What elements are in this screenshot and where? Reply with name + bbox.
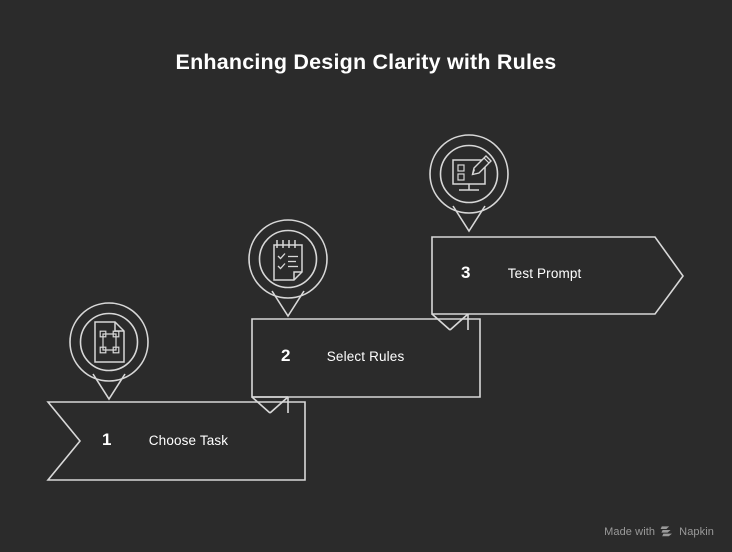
step-3-shape[interactable] bbox=[431, 236, 684, 315]
step-2-number: 2 bbox=[281, 346, 291, 365]
made-with-napkin-watermark[interactable]: Made with Napkin bbox=[604, 526, 714, 538]
step-1-label: Choose Task bbox=[148, 432, 229, 448]
step-3-label: Test Prompt bbox=[507, 265, 582, 281]
pin-3-tail bbox=[452, 205, 486, 233]
watermark-made-with-label: Made with bbox=[604, 526, 656, 538]
pin-1-inner-circle bbox=[79, 312, 139, 372]
watermark-brand-label: Napkin bbox=[679, 526, 714, 538]
napkin-logo-icon bbox=[660, 526, 674, 538]
pin-3[interactable] bbox=[429, 134, 509, 233]
step-3-text[interactable]: 3 Test Prompt bbox=[461, 263, 581, 283]
step-3-number: 3 bbox=[461, 263, 471, 282]
pin-2-tail bbox=[271, 290, 305, 318]
pin-2-inner-circle bbox=[258, 229, 318, 289]
monitor-pencil-icon bbox=[452, 155, 492, 191]
page-bounding-box-icon bbox=[94, 321, 125, 363]
step-2-text[interactable]: 2 Select Rules bbox=[281, 346, 404, 366]
step-2-notch-diagonal-c bbox=[269, 396, 289, 414]
pin-1-outer-circle bbox=[69, 302, 149, 382]
page-title: Enhancing Design Clarity with Rules bbox=[175, 50, 557, 74]
pin-2-outer-circle bbox=[248, 219, 328, 299]
pin-1-tail bbox=[92, 373, 126, 401]
step-2-notch-diagonal-a bbox=[251, 396, 271, 414]
step-1-text[interactable]: 1 Choose Task bbox=[102, 430, 228, 450]
checklist-notepad-icon bbox=[273, 240, 303, 281]
step-1-number: 1 bbox=[102, 430, 112, 449]
pin-3-inner-circle bbox=[439, 144, 499, 204]
pin-1[interactable] bbox=[69, 302, 149, 401]
step-3-notch-diagonal-a bbox=[431, 313, 451, 331]
step-3-notch-diagonal-c bbox=[449, 313, 469, 331]
step-2-label: Select Rules bbox=[326, 348, 405, 364]
pin-2[interactable] bbox=[248, 219, 328, 318]
pin-3-outer-circle bbox=[429, 134, 509, 214]
